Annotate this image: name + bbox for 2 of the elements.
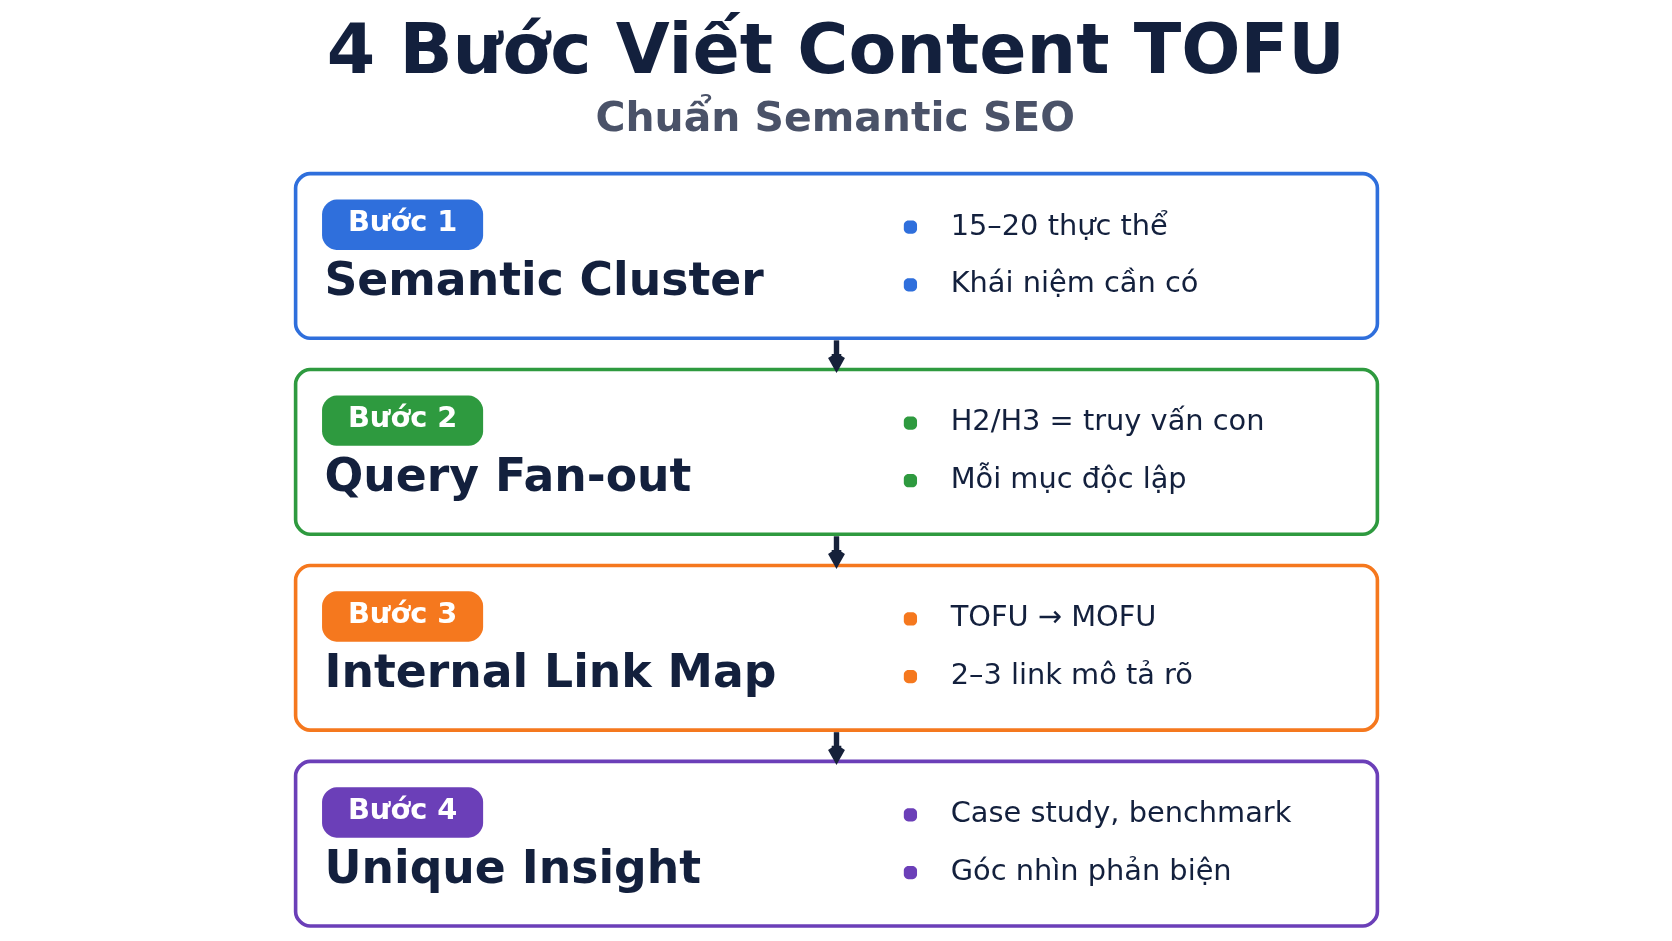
label: Chuẩn Semantic SEO: [595, 93, 1075, 142]
diagram-title: 4 Bước Viết Content TOFU: [326, 7, 1345, 89]
